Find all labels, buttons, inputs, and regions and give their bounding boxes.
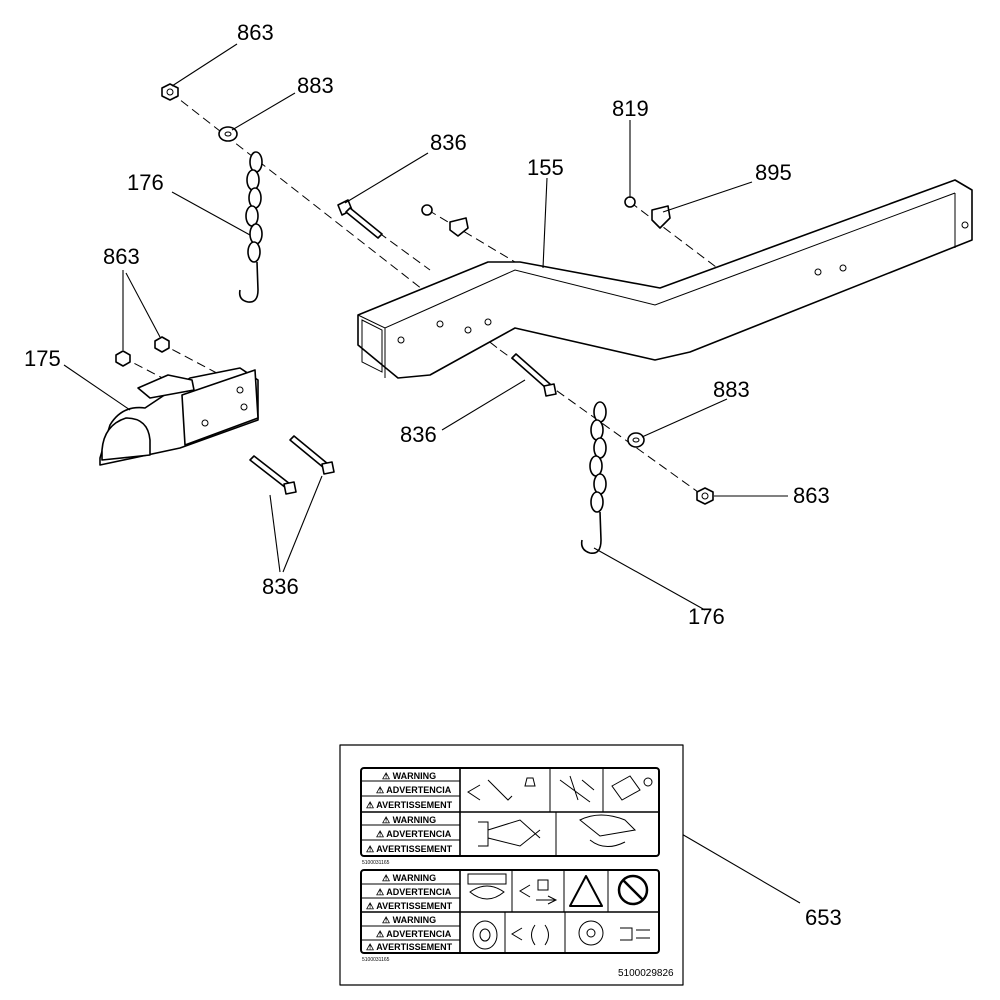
- callout-863-top: 863: [237, 20, 274, 45]
- warning-label-decal: ⚠ WARNING ⚠ ADVERTENCIA ⚠ AVERTISSEMENT …: [339, 744, 684, 986]
- screw-819: [624, 196, 636, 208]
- pictogram-group-bottom: [467, 873, 650, 950]
- label-advertencia-3: ⚠ ADVERTENCIA: [376, 887, 452, 897]
- callout-836-top: 836: [430, 130, 467, 155]
- callout-883-right: 883: [713, 377, 750, 402]
- callout-895: 895: [755, 160, 792, 185]
- label-small-code-top: 5100031165: [362, 860, 390, 866]
- hex-nut-right: [696, 487, 714, 505]
- callout-176-right: 176: [688, 604, 725, 629]
- safety-chain-right: [580, 401, 607, 555]
- callout-176-left: 176: [127, 170, 164, 195]
- safety-chain-left: [238, 151, 263, 303]
- label-warning-4: ⚠ WARNING: [382, 915, 436, 925]
- flat-washer-top: [218, 126, 238, 142]
- label-part-number: 5100029826: [618, 968, 674, 979]
- clamp-895: [651, 205, 671, 229]
- callout-819: 819: [612, 96, 649, 121]
- callout-883-top: 883: [297, 73, 334, 98]
- callout-863-left: 863: [103, 244, 140, 269]
- callout-836-bottom: 836: [262, 574, 299, 599]
- bolt-836-bottom-b: [289, 435, 335, 475]
- label-avertissement-1: ⚠ AVERTISSEMENT: [366, 800, 453, 810]
- label-advertencia-4: ⚠ ADVERTENCIA: [376, 929, 452, 939]
- callout-175: 175: [24, 346, 61, 371]
- callout-labels: 863 883 176 836 155 819 895 863 175 836 …: [24, 20, 842, 930]
- callout-653: 653: [805, 905, 842, 930]
- hex-nut-coupler-b: [154, 336, 170, 353]
- leader-lines: [63, 43, 801, 904]
- label-advertencia-2: ⚠ ADVERTENCIA: [376, 829, 452, 839]
- label-warning-3: ⚠ WARNING: [382, 873, 436, 883]
- bolt-836-top: [337, 199, 383, 239]
- hex-nut-top: [161, 83, 179, 101]
- label-warning-1: ⚠ WARNING: [382, 771, 436, 781]
- callout-836-middle: 836: [400, 422, 437, 447]
- label-small-code-bottom: 5100031165: [362, 957, 390, 963]
- label-avertissement-3: ⚠ AVERTISSEMENT: [366, 901, 453, 911]
- screw-small: [421, 204, 433, 216]
- label-advertencia-1: ⚠ ADVERTENCIA: [376, 785, 452, 795]
- label-avertissement-4: ⚠ AVERTISSEMENT: [366, 942, 453, 952]
- label-warning-2: ⚠ WARNING: [382, 815, 436, 825]
- bolt-836-bottom-a: [249, 455, 297, 495]
- coupler-assembly: [99, 367, 259, 466]
- clamp-small: [449, 217, 469, 237]
- tongue-tube: [357, 179, 973, 379]
- pictogram-group-top: [467, 775, 653, 847]
- hex-nut-coupler-a: [115, 350, 131, 367]
- callout-863-right: 863: [793, 483, 830, 508]
- callout-155: 155: [527, 155, 564, 180]
- flat-washer-right: [627, 432, 645, 448]
- bolt-836-middle: [511, 353, 557, 397]
- label-avertissement-2: ⚠ AVERTISSEMENT: [366, 844, 453, 854]
